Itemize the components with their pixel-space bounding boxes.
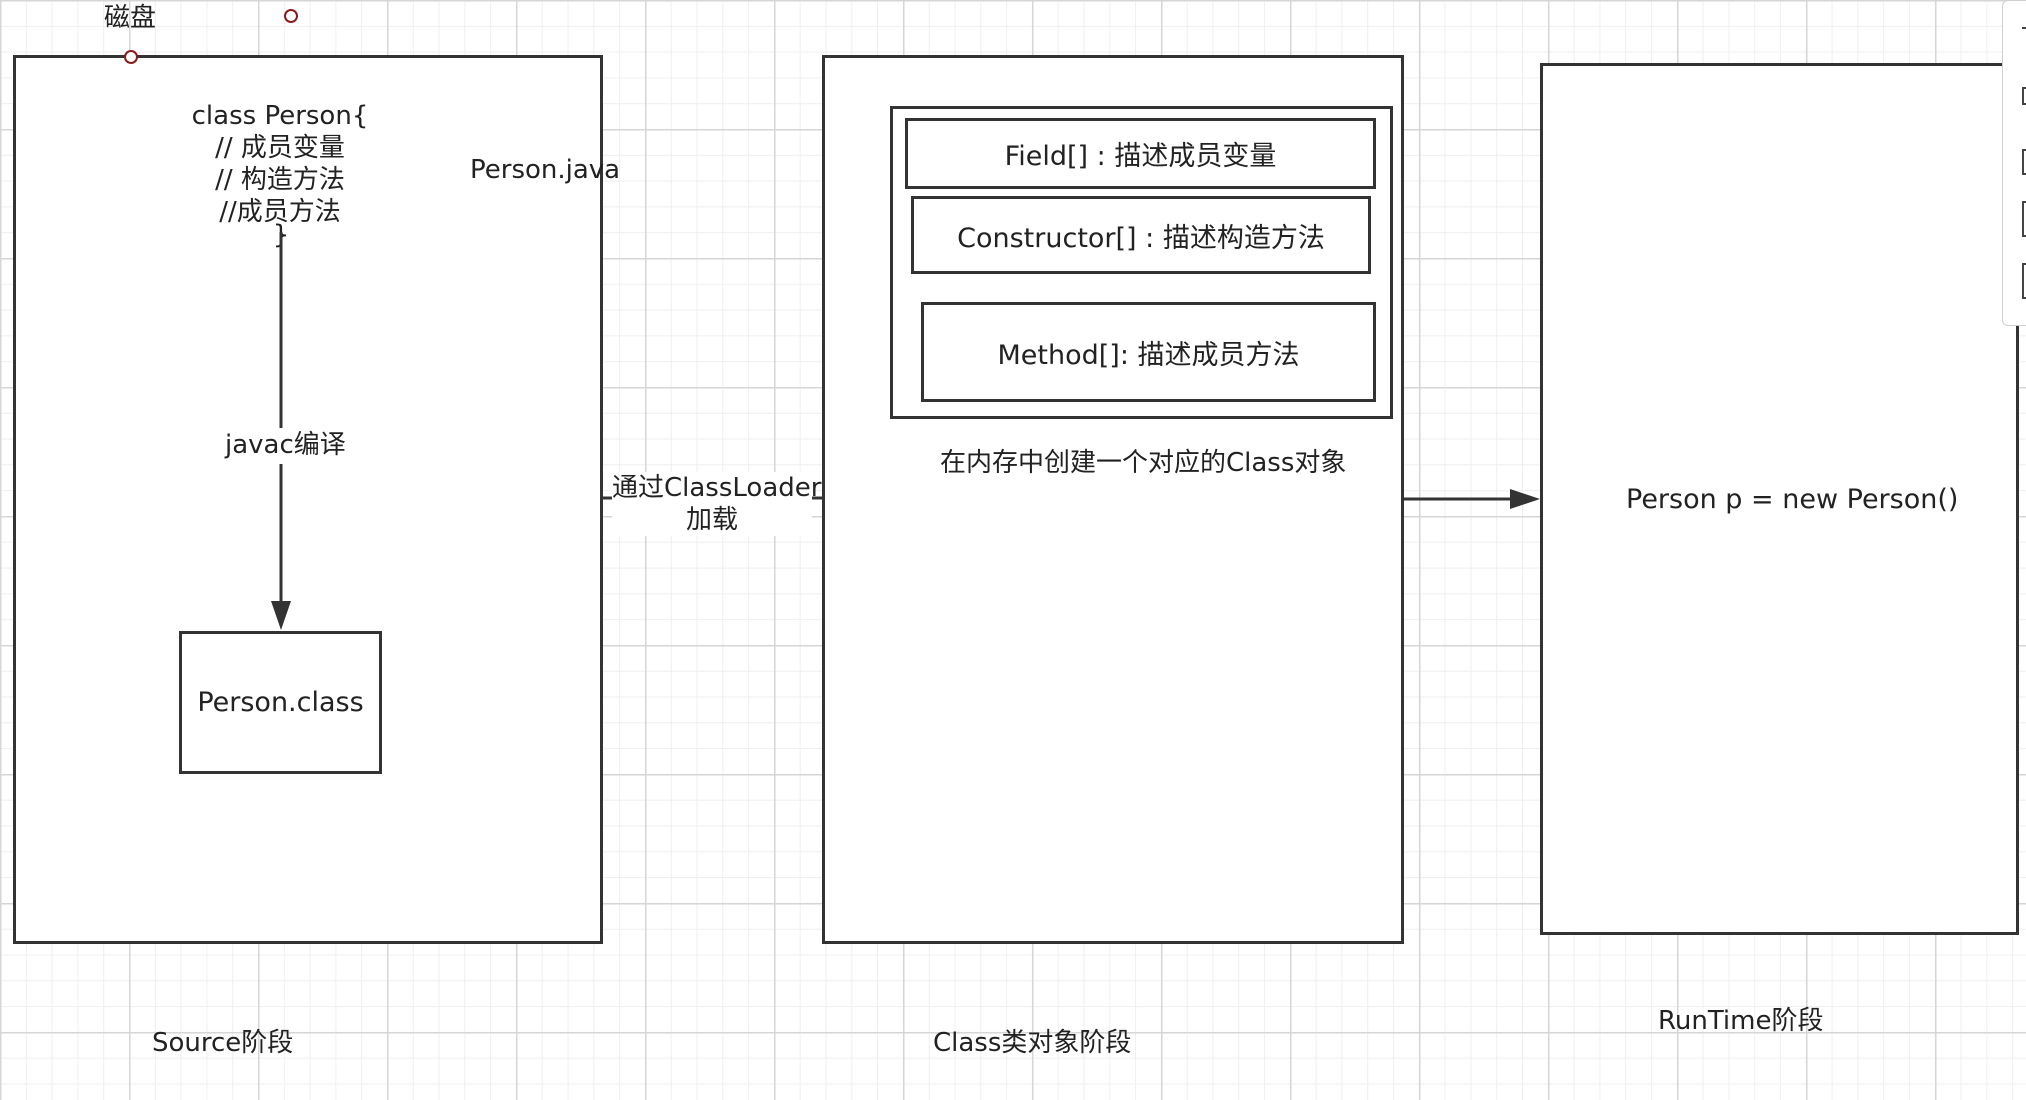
code-line: class Person{ bbox=[191, 101, 369, 131]
resize-handle[interactable] bbox=[284, 9, 298, 23]
toolbar-icon[interactable] bbox=[2022, 263, 2026, 299]
connection-point[interactable] bbox=[124, 50, 138, 64]
method-box[interactable]: Method[]: 描述成员方法 bbox=[921, 302, 1376, 402]
runtime-stage-label: RunTime阶段 bbox=[1658, 1006, 1824, 1036]
code-line: //成员方法 bbox=[219, 197, 341, 227]
toolbar-icon[interactable] bbox=[2022, 149, 2026, 175]
source-stage-label: Source阶段 bbox=[152, 1028, 294, 1058]
field-box[interactable]: Field[] : 描述成员变量 bbox=[905, 118, 1376, 189]
class-object-stage-label: Class类对象阶段 bbox=[933, 1028, 1132, 1058]
runtime-statement: Person p = new Person() bbox=[1626, 484, 1959, 515]
compile-label: javac编译 bbox=[225, 430, 346, 460]
toolbar-icon[interactable] bbox=[2022, 87, 2026, 105]
source-stage-box[interactable] bbox=[13, 55, 603, 944]
person-class-label: Person.class bbox=[197, 687, 364, 718]
method-label: Method[]: 描述成员方法 bbox=[997, 339, 1300, 371]
disk-label: 磁盘 bbox=[104, 3, 157, 33]
runtime-stage-box[interactable] bbox=[1540, 63, 2019, 935]
constructor-label: Constructor[] : 描述构造方法 bbox=[957, 222, 1325, 254]
code-line: // 构造方法 bbox=[215, 165, 345, 195]
toolbar-icon[interactable] bbox=[2022, 27, 2026, 29]
code-line: // 成员变量 bbox=[215, 133, 345, 163]
classloader-line: 加载 bbox=[685, 505, 738, 535]
person-java-label: Person.java bbox=[470, 155, 621, 185]
classloader-line: 通过ClassLoader bbox=[612, 473, 822, 503]
person-class-box[interactable]: Person.class bbox=[179, 631, 382, 774]
classloader-label: 通过ClassLoader 加载 bbox=[612, 472, 822, 536]
person-class-code: class Person{ // 成员变量 // 构造方法 //成员方法 } bbox=[180, 100, 380, 248]
toolbar-icon[interactable] bbox=[2022, 201, 2026, 237]
constructor-box[interactable]: Constructor[] : 描述构造方法 bbox=[911, 196, 1371, 274]
toolbar-panel[interactable] bbox=[2002, 0, 2026, 326]
class-object-caption: 在内存中创建一个对应的Class对象 bbox=[940, 448, 1347, 478]
field-label: Field[] : 描述成员变量 bbox=[1004, 141, 1277, 172]
